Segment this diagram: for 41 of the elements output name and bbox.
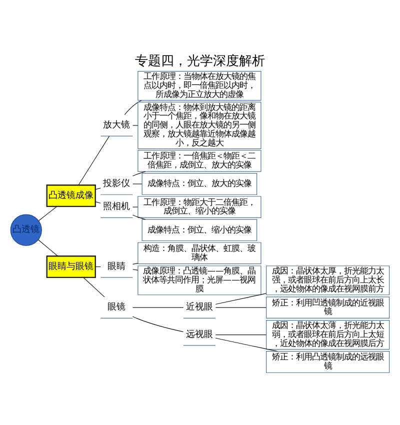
- node-box: 眼睛与眼镜: [46, 256, 96, 278]
- connector: [215, 307, 266, 308]
- connector: [132, 269, 138, 270]
- node-box: 构造：角膜、晶状体、虹膜、玻璃体: [138, 242, 262, 264]
- node-box: 成因：晶状体太薄，折光能力太弱，或者眼球在前后方向上太短，近处物体的像成在视网膜后方: [266, 320, 390, 350]
- node-box: 成因：晶状体太厚，折光能力太强，或者眼球在前后方向上太长，远处物体的像成在视网膜前方: [266, 266, 390, 296]
- node-box: 工作原理：当物体在放大镜的焦点以内时，即一倍焦距以内时，所成像为正立放大的虚像: [138, 71, 262, 101]
- node-box: 成像特点：倒立、放大的实像: [142, 173, 258, 195]
- node-text: 照相机: [103, 202, 130, 212]
- connector: [95, 188, 101, 190]
- connector: [38, 206, 58, 222]
- connector: [95, 202, 101, 204]
- node-box: 工作原理：物距大于二倍焦距，成倒立、缩小的实像: [138, 196, 262, 218]
- node-text: 放大镜: [103, 120, 130, 130]
- node-text: 投影仪: [103, 179, 130, 190]
- node-circle: 凸透镜: [10, 214, 42, 246]
- node-text: 近视眼: [186, 302, 213, 313]
- node-box: 成像原理：凸透镜——角膜、晶状体等共同作用；光屏——视网膜: [138, 266, 262, 296]
- connector: [132, 316, 184, 332]
- connector: [132, 307, 184, 308]
- connector: [132, 214, 146, 220]
- node-box: 成像特点：物体到放大镜的距离小于一个焦距，像和物在放大镜的同侧，人眼在放大镜的另一侧观察，放大镜越靠近物体成像越小，反之越大: [138, 102, 262, 150]
- node-box: 成像特点：倒立、缩小的实像: [142, 219, 258, 242]
- node-text: 远视眼: [186, 330, 213, 340]
- connector: [83, 277, 105, 298]
- connector: [215, 293, 267, 305]
- connector: [215, 338, 278, 352]
- connector: [38, 239, 58, 256]
- node-box: 矫正：利用凸透镜制成的远视眼镜: [266, 351, 390, 373]
- connector: [124, 100, 142, 116]
- connector: [215, 334, 266, 336]
- node-text: 眼镜: [108, 302, 126, 313]
- connector: [132, 206, 138, 208]
- connector: [132, 263, 138, 264]
- node-box: 工作原理：一倍焦距＜物距＜二倍焦距，成倒立、放大的实像: [138, 150, 262, 172]
- diagram-title: 专题四，光学深度解析: [135, 54, 265, 70]
- node-box: 矫正：利用凹透镜制成的近视眼镜: [266, 296, 390, 319]
- connector: [78, 136, 110, 186]
- node-box: 凸透镜成像: [46, 184, 96, 208]
- connector: [132, 171, 146, 176]
- node-text: 眼睛: [108, 262, 126, 272]
